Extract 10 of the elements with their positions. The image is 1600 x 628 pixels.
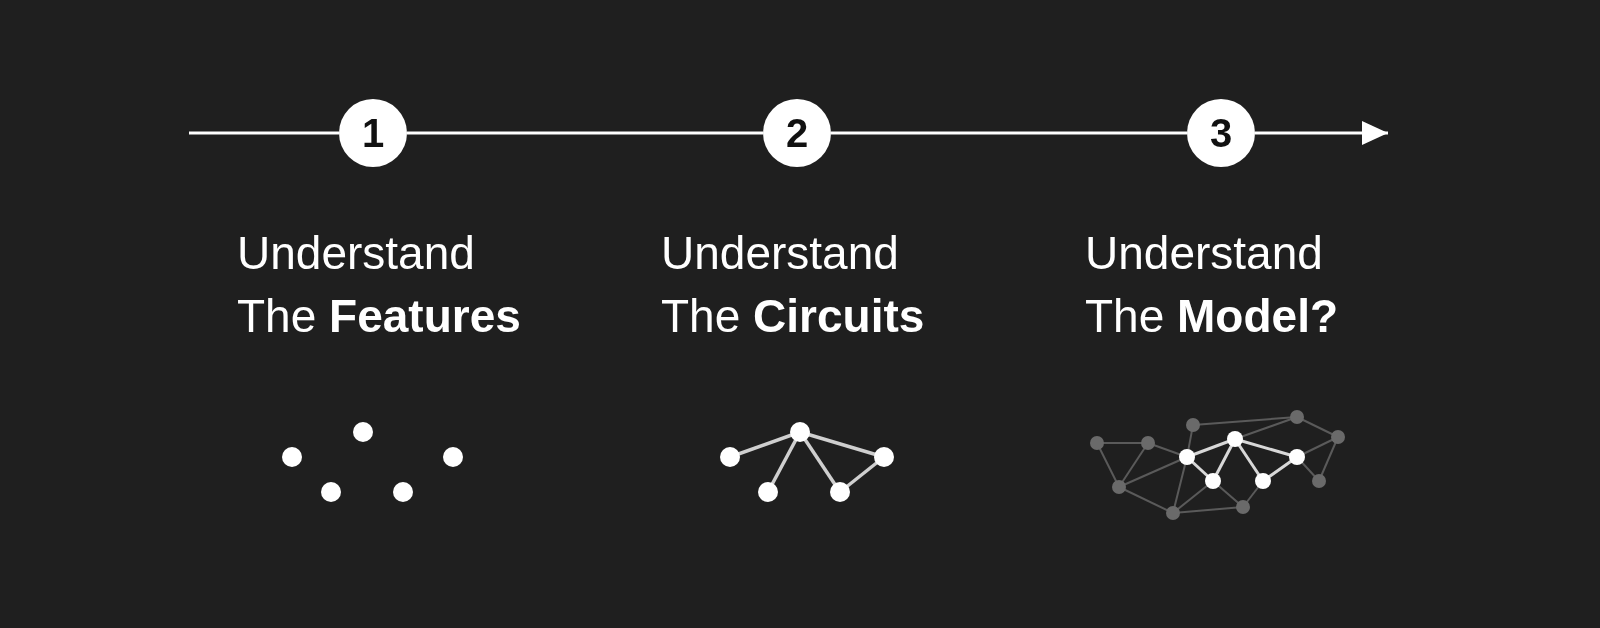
step-caption: Understand The Model?	[1085, 226, 1340, 344]
step-number-circle: 1	[339, 99, 407, 167]
arrow	[1255, 121, 1388, 145]
step-number-circle: 3	[1187, 99, 1255, 167]
timeline-line	[831, 131, 1187, 135]
step-number-circle: 2	[763, 99, 831, 167]
step-caption: Understand The Circuits	[661, 226, 926, 344]
step-caption: Understand The Features	[237, 226, 522, 344]
timeline-line	[407, 131, 763, 135]
timeline-line	[189, 131, 339, 135]
